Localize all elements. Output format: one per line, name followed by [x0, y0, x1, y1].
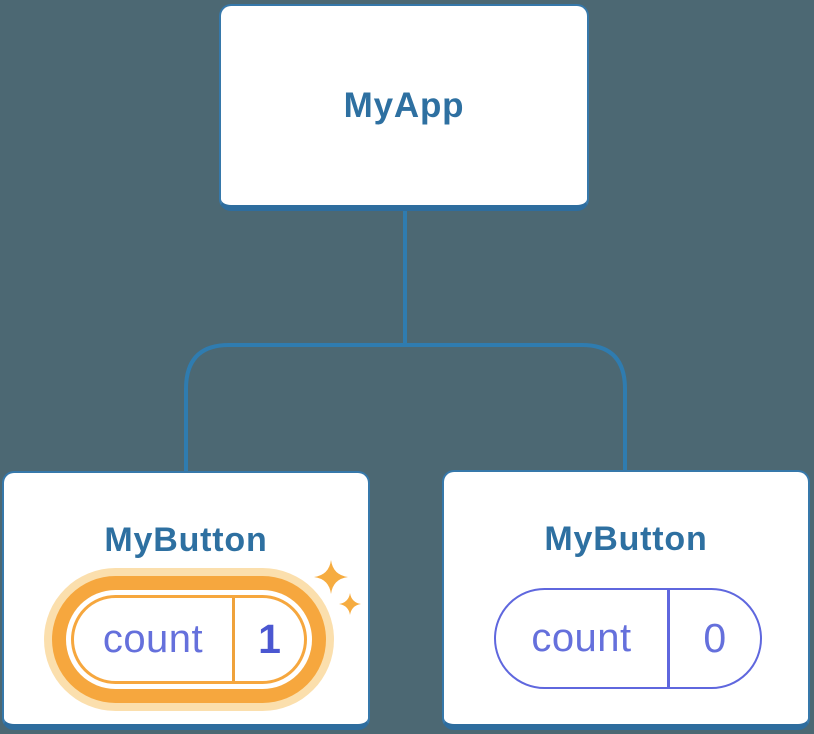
node-mybutton-1: MyButton count 1 — [2, 471, 370, 730]
pill-divider — [667, 590, 670, 687]
node-myapp-label: MyApp — [343, 85, 465, 125]
node-myapp: MyApp — [219, 4, 589, 211]
state-value: 0 — [703, 615, 727, 661]
state-pill: count 0 — [494, 588, 762, 689]
state-pill-highlighted: count 1 — [71, 595, 307, 684]
pill-divider — [232, 598, 235, 681]
state-value: 1 — [258, 616, 281, 662]
node-mybutton-2: MyButton count 0 — [442, 470, 810, 730]
node-mybutton-1-label: MyButton — [104, 521, 268, 559]
state-value-cell: 1 — [235, 598, 304, 681]
state-name-cell: count — [74, 598, 232, 681]
node-mybutton-2-label: MyButton — [544, 520, 708, 558]
sparkle-icon — [314, 560, 361, 615]
state-value-cell: 0 — [670, 590, 761, 687]
state-name-label: count — [102, 617, 204, 661]
sparkle-icon-small — [339, 593, 361, 615]
state-name-label: count — [531, 616, 632, 660]
connector-branch — [184, 343, 627, 474]
state-name-cell: count — [496, 590, 667, 687]
sparkle-icon-large — [314, 560, 348, 594]
